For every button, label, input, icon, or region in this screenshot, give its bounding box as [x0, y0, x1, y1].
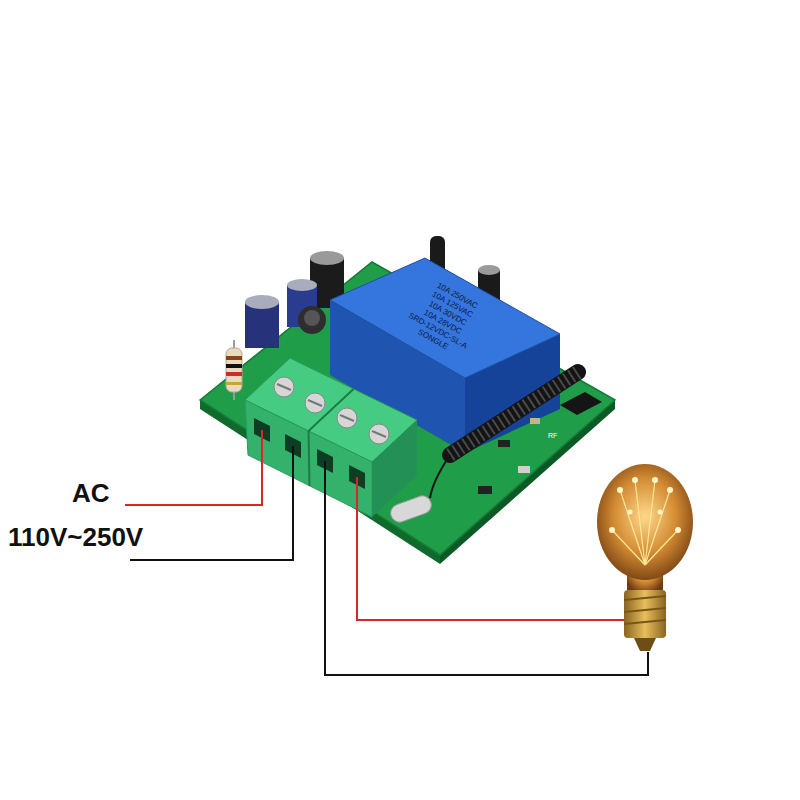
smd-part — [478, 486, 492, 494]
filament-dot — [609, 527, 615, 533]
wire — [325, 461, 648, 675]
filament-dot — [628, 510, 633, 515]
wire — [125, 430, 262, 505]
capacitor-top — [245, 295, 279, 309]
capacitor-top — [287, 279, 317, 291]
resistor-symbol — [226, 348, 242, 392]
relay-print: 10A 250VAC10A 125VAC10A 30VDC10A 28VDCSR… — [387, 268, 504, 369]
filament-wire — [635, 480, 645, 565]
screw — [274, 377, 294, 397]
resistor-band — [226, 382, 242, 385]
wire — [130, 446, 293, 560]
resistor-band — [226, 356, 242, 360]
wire — [357, 477, 624, 620]
voltage-label: 110V~250V — [8, 524, 143, 550]
bulb-thread — [624, 596, 666, 600]
filament-dot — [632, 477, 638, 483]
filament-dot — [617, 487, 623, 493]
terminal-divider — [309, 431, 310, 486]
smd-part — [530, 418, 540, 424]
capacitor-top — [310, 251, 344, 265]
inductor-core — [304, 310, 320, 326]
terminal-openings — [254, 418, 365, 489]
filament-wire — [645, 490, 670, 565]
screw-slot — [277, 384, 291, 390]
antenna-coil-turns — [450, 372, 578, 455]
screw — [337, 408, 357, 428]
resistor-band — [226, 372, 242, 376]
screw — [305, 393, 325, 413]
inductor-symbol — [298, 306, 326, 334]
bulb-thread — [624, 608, 666, 612]
bulb-tip — [634, 638, 656, 651]
antenna-coil — [450, 372, 578, 455]
filament-dot — [652, 477, 658, 483]
screw-slot — [340, 415, 354, 421]
terminal-block-front — [245, 400, 372, 517]
terminal-screws — [274, 377, 389, 444]
filament-dots — [609, 477, 681, 533]
smd-part — [518, 466, 530, 473]
screw — [369, 424, 389, 444]
voltage-label: AC — [72, 480, 110, 506]
smd-part — [498, 440, 510, 447]
screw-slot — [372, 431, 386, 437]
filament-wire — [645, 530, 678, 565]
resistor-band — [226, 364, 242, 368]
chip-symbol — [560, 392, 602, 415]
board-marking: RF — [548, 432, 557, 439]
light-bulb — [597, 464, 693, 651]
bulb-glass — [597, 464, 693, 580]
filament-dot — [675, 527, 681, 533]
bulb-base — [624, 590, 666, 638]
filament-dot — [658, 510, 663, 515]
antenna-lead — [430, 455, 450, 498]
filament-wire — [645, 480, 655, 565]
screw-slot — [308, 400, 322, 406]
capacitor-top — [478, 265, 500, 275]
filament — [612, 480, 678, 565]
crystal-symbol — [388, 493, 434, 524]
filament-wire — [612, 530, 645, 565]
relay-top — [330, 258, 560, 378]
bulb-thread — [624, 620, 666, 624]
filament-dot — [667, 487, 673, 493]
filament-wire — [620, 490, 645, 565]
